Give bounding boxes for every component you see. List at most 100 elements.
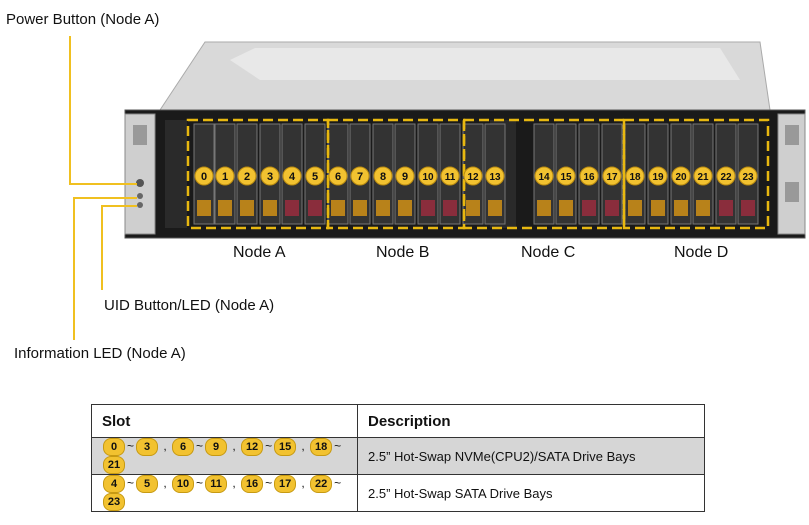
drive-number: 10	[422, 172, 434, 183]
slot-badge: 18	[310, 438, 333, 456]
range-separator: ,	[160, 439, 171, 453]
drive-badge	[194, 166, 214, 186]
drive-badge	[485, 166, 505, 186]
drive-number: 1	[222, 171, 228, 183]
drive-latch	[376, 200, 390, 216]
range-tilde: ~	[334, 476, 342, 490]
range-tilde: ~	[334, 439, 342, 453]
slot-badge: 22	[310, 475, 333, 493]
chassis-top-highlight	[230, 48, 740, 80]
drive-badge	[282, 166, 302, 186]
slot-badge: 5	[136, 475, 159, 493]
drive-badge	[625, 166, 645, 186]
range-tilde: ~	[196, 439, 204, 453]
drive-badge	[579, 166, 599, 186]
node-c-label: Node C	[521, 244, 576, 261]
drive-badge	[305, 166, 325, 186]
drive-number: 19	[652, 172, 664, 183]
drive-badge	[738, 166, 758, 186]
drive-latch	[559, 200, 573, 216]
uid-button-icon	[137, 193, 143, 199]
info-callout-line	[73, 197, 137, 340]
drive-badge	[671, 166, 691, 186]
drive-badge	[556, 166, 576, 186]
drive-latch	[674, 200, 688, 216]
slot-badge: 3	[136, 438, 159, 456]
drive-badge	[693, 166, 713, 186]
drive-number: 13	[489, 172, 501, 183]
range-separator: ,	[229, 439, 240, 453]
drive-latch	[628, 200, 642, 216]
drive-latch	[582, 200, 596, 216]
drive-latch	[353, 200, 367, 216]
power-button-icon	[136, 179, 144, 187]
description-cell: 2.5” Hot-Swap NVMe(CPU2)/SATA Drive Bays	[357, 437, 705, 475]
drive-number: 14	[538, 172, 550, 183]
drive-badge	[373, 166, 393, 186]
drive-badge	[260, 166, 280, 186]
slot-badge: 23	[103, 493, 125, 511]
range-tilde: ~	[127, 476, 135, 490]
drive-number: 7	[357, 171, 363, 183]
drive-latch	[443, 200, 457, 216]
front-control-buttons	[133, 125, 799, 208]
drive-latch	[719, 200, 733, 216]
slot-badge: 15	[274, 438, 297, 456]
drive-number: 17	[606, 172, 618, 183]
front-vent	[165, 120, 187, 228]
slot-badge: 4	[103, 475, 125, 493]
drive-number: 20	[675, 172, 687, 183]
drive-latch	[488, 200, 502, 216]
drive-badge	[602, 166, 622, 186]
power-callout-line	[69, 36, 137, 185]
range-separator: ,	[298, 476, 309, 490]
uid-callout-line	[101, 205, 137, 290]
drive-badge	[328, 166, 348, 186]
drive-badge	[215, 166, 235, 186]
drive-number: 5	[312, 171, 318, 183]
drive-latch	[285, 200, 299, 216]
drive-latch	[331, 200, 345, 216]
slot-cell: 0~3 , 6~9 , 12~15 , 18~21	[91, 437, 358, 475]
node-box	[622, 118, 770, 230]
drive-latch	[398, 200, 412, 216]
drive-number: 3	[267, 171, 273, 183]
description-header: Description	[357, 404, 705, 438]
drive-latch	[651, 200, 665, 216]
drive-latch	[696, 200, 710, 216]
slot-cell: 4~5 , 10~11 , 16~17 , 22~23	[91, 474, 358, 512]
uid-button-callout: UID Button/LED (Node A)	[104, 297, 275, 314]
node-a-label: Node A	[233, 244, 286, 261]
drive-number: 4	[289, 171, 296, 183]
drive-number: 2	[244, 171, 250, 183]
drive-number: 21	[697, 172, 709, 183]
drive-badge	[350, 166, 370, 186]
drive-number: 16	[583, 172, 595, 183]
drive-latch	[263, 200, 277, 216]
drive-number: 23	[742, 172, 754, 183]
slot-badge: 9	[205, 438, 228, 456]
drive-badge	[716, 166, 736, 186]
slot-badge: 11	[205, 475, 228, 493]
drive-number: 18	[629, 172, 641, 183]
drive-badge	[440, 166, 460, 186]
drive-latch	[197, 200, 211, 216]
drive-number: 6	[335, 171, 341, 183]
drive-number: 0	[201, 171, 207, 183]
drive-number: 12	[467, 172, 479, 183]
drive-latch	[218, 200, 232, 216]
drive-latch	[240, 200, 254, 216]
drive-badge	[237, 166, 257, 186]
drive-badge	[395, 166, 415, 186]
slot-badge: 17	[274, 475, 297, 493]
slot-badge: 10	[172, 475, 195, 493]
slot-badge: 0	[103, 438, 125, 456]
drive-badge	[534, 166, 554, 186]
range-tilde: ~	[265, 476, 273, 490]
information-led-callout: Information LED (Node A)	[14, 345, 186, 362]
node-b-label: Node B	[376, 244, 430, 261]
slot-badge: 16	[241, 475, 264, 493]
